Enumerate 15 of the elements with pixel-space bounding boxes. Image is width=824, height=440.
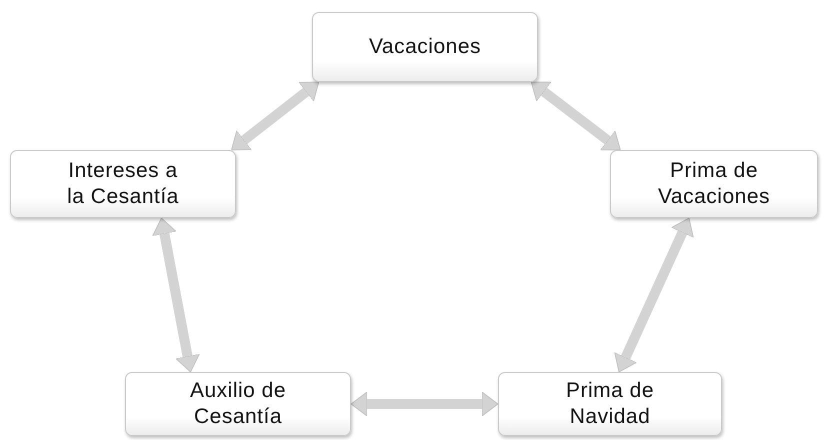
double-arrow — [614, 218, 694, 372]
double-arrow — [231, 82, 320, 150]
rounded-box — [312, 12, 538, 82]
box-label: Vacaciones — [368, 34, 481, 60]
box-label: Intereses a la Cesantía — [66, 158, 180, 210]
rounded-box — [498, 372, 722, 436]
rounded-box — [125, 372, 351, 436]
double-arrow — [530, 82, 621, 150]
rounded-box — [610, 150, 818, 218]
box-label: Auxilio de Cesantía — [188, 378, 288, 430]
box-label: Prima de Vacaciones — [656, 158, 771, 210]
double-arrow — [350, 392, 498, 416]
double-arrow — [152, 218, 200, 372]
box-label: Prima de Navidad — [564, 378, 656, 430]
rounded-box — [10, 150, 236, 218]
